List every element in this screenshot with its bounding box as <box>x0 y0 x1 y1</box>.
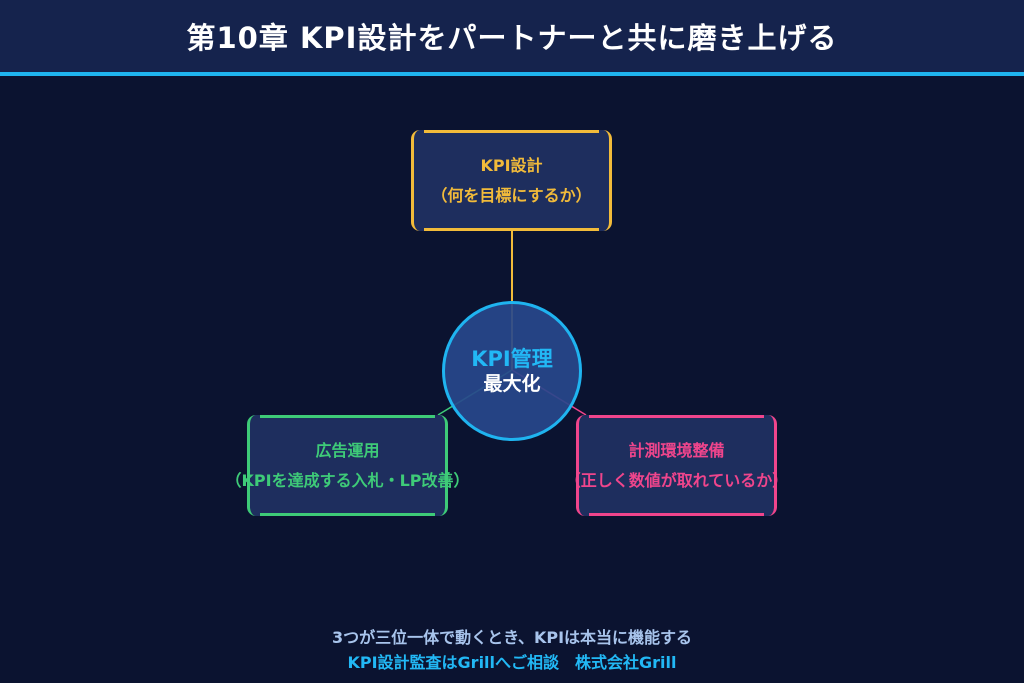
node-kpi-design-title: KPI設計 <box>480 155 543 175</box>
node-measurement: 計測環境整備 （正しく数値が取れているか） <box>565 415 788 516</box>
center-title: KPI管理 <box>471 347 553 371</box>
node-ad-operation: 広告運用 （KPIを達成する入札・LP改善） <box>226 415 470 516</box>
footer-contact: KPI設計監査はGrillへご相談 株式会社Grill <box>347 653 677 672</box>
center-subtitle: 最大化 <box>483 373 541 395</box>
node-measurement-title: 計測環境整備 <box>628 440 725 460</box>
node-kpi-design: KPI設計 （何を目標にするか） <box>411 130 612 231</box>
footer-message: 3つが三位一体で動くとき、KPIは本当に機能する <box>331 628 693 647</box>
header-accent-line <box>0 72 1024 76</box>
node-ad-operation-title: 広告運用 <box>315 440 380 460</box>
node-measurement-top-bar <box>589 415 764 418</box>
node-kpi-design-bottom-bar <box>424 228 599 231</box>
center-kpi-management: KPI管理 最大化 <box>442 301 582 441</box>
page-title: 第10章 KPI設計をパートナーと共に磨き上げる <box>186 21 838 55</box>
node-kpi-design-top-bar <box>424 130 599 133</box>
node-ad-operation-top-bar <box>260 415 435 418</box>
node-kpi-design-subtitle: （何を目標にするか） <box>431 185 592 205</box>
node-ad-operation-bottom-bar <box>260 513 435 516</box>
node-measurement-subtitle: （正しく数値が取れているか） <box>564 470 789 490</box>
node-ad-operation-subtitle: （KPIを達成する入札・LP改善） <box>225 470 470 490</box>
header-bar: 第10章 KPI設計をパートナーと共に磨き上げる <box>0 0 1024 72</box>
node-measurement-bottom-bar <box>589 513 764 516</box>
